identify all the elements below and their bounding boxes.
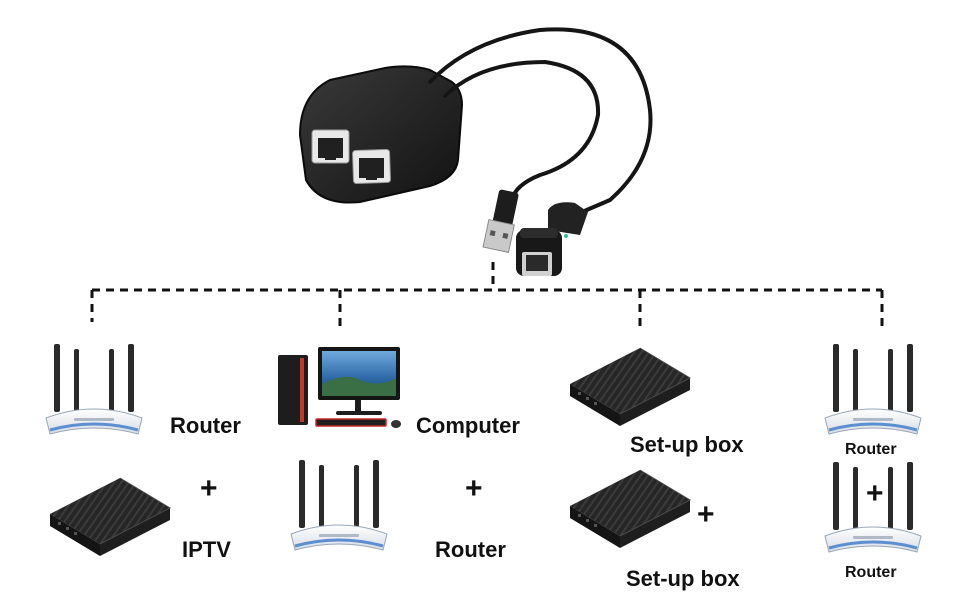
connector-lines [90, 262, 884, 326]
plus-sign-2: + [465, 472, 483, 505]
plus-sign-4: + [866, 477, 884, 510]
plus-sign-3: + [697, 498, 715, 531]
label-router-3: Router [845, 441, 897, 458]
label-router-4: Router [845, 564, 897, 581]
tv-box-icon [49, 477, 171, 557]
router-icon [823, 342, 923, 436]
usb-plug-icon [482, 189, 519, 253]
router-icon [44, 342, 144, 436]
router-icon [289, 458, 389, 552]
plus-sign-1: + [200, 472, 218, 505]
label-iptv: IPTV [182, 537, 231, 562]
label-setup-box-1: Set-up box [630, 432, 744, 457]
desktop-pc-icon [278, 347, 401, 428]
ethernet-splitter-icon [298, 65, 464, 204]
label-setup-box-2: Set-up box [626, 566, 740, 591]
label-router-1: Router [170, 413, 241, 438]
label-router-2: Router [435, 537, 506, 562]
tv-box-icon [569, 347, 691, 427]
tv-box-icon [569, 469, 691, 549]
label-computer: Computer [416, 413, 520, 438]
rj45-connector-icon [516, 202, 588, 276]
splitter-cables [428, 27, 653, 217]
